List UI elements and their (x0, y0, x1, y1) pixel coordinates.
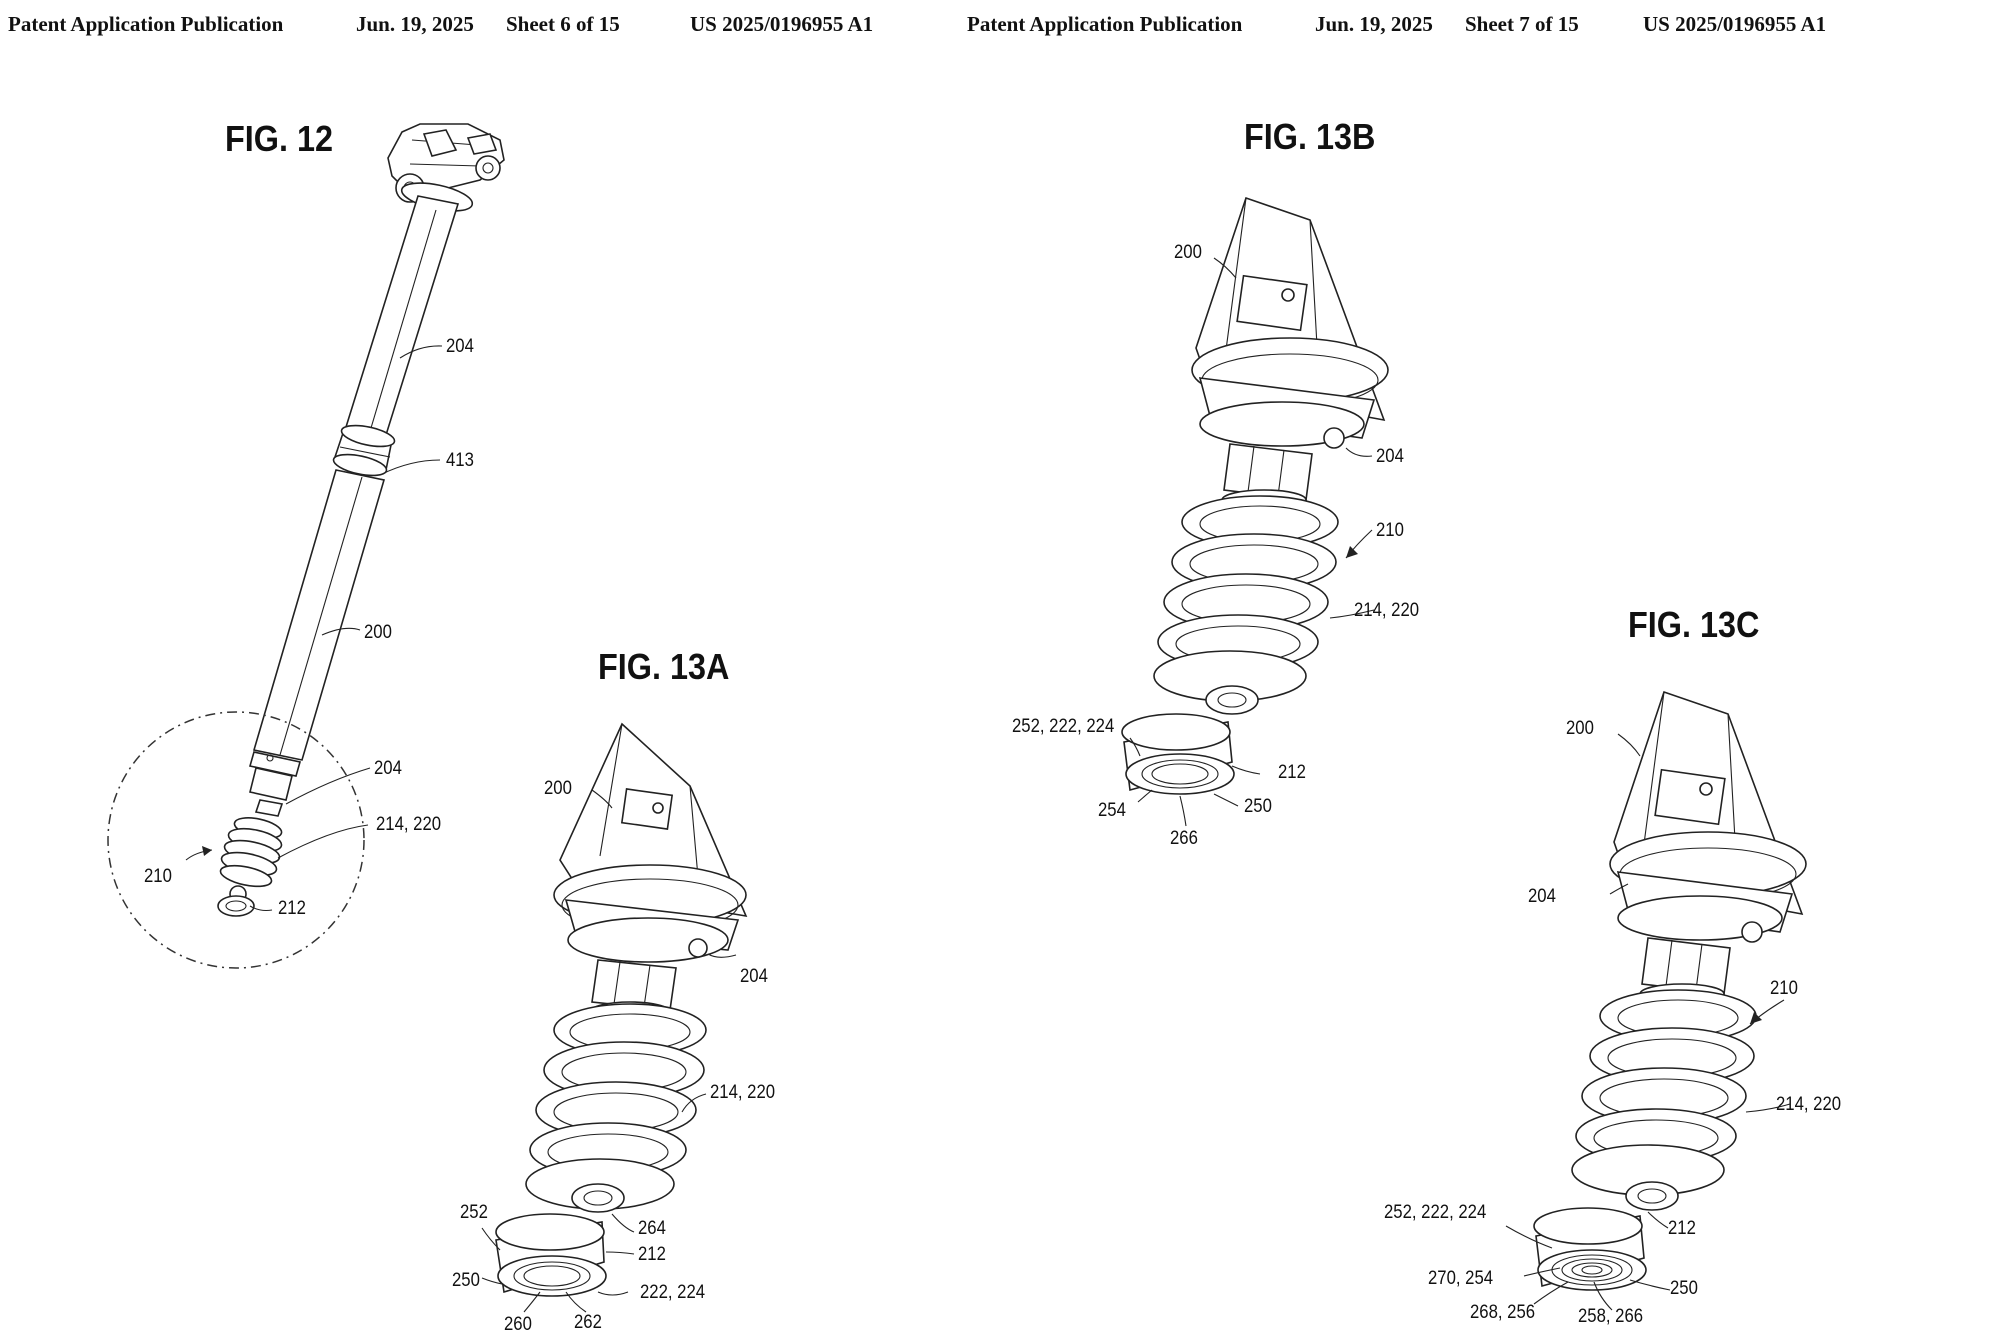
fig13c-ref-252-222-224: 252, 222, 224 (1384, 1202, 1487, 1223)
fig13c-ref-268-256: 268, 256 (1470, 1302, 1536, 1323)
header-title: Patent Application Publication (967, 12, 1243, 36)
detail-circle (107, 711, 365, 969)
fig13b-ref-252-222-224: 252, 222, 224 (1012, 716, 1115, 737)
lower-tube (252, 469, 386, 761)
fig13b-ref-214-220: 214, 220 (1354, 600, 1420, 621)
header-title: Patent Application Publication (8, 12, 284, 36)
fig13a-ref-250: 250 (452, 1270, 480, 1291)
fig13b-ref-210: 210 (1376, 520, 1404, 541)
fig13a-ref-214-220: 214, 220 (710, 1082, 776, 1103)
small-spring-assembly (217, 817, 283, 917)
fig12-seatpost-drawing (107, 123, 505, 969)
header-date: Jun. 19, 2025 (1315, 12, 1433, 36)
saddle-clamp (387, 123, 505, 212)
fig13b-ref-266: 266 (1170, 828, 1198, 849)
fig13a-ref-200: 200 (544, 778, 572, 799)
fig13c-ref-250: 250 (1670, 1278, 1698, 1299)
upper-tube (344, 195, 460, 436)
fig13a-ref-252: 252 (460, 1202, 488, 1223)
fig13c-ref-200: 200 (1566, 718, 1594, 739)
header-date: Jun. 19, 2025 (356, 12, 474, 36)
fig12-ref-200: 200 (364, 622, 392, 643)
fig12-ref-210: 210 (144, 866, 172, 887)
fig13a-ref-212: 212 (638, 1244, 666, 1265)
header-number: US 2025/0196955 A1 (1643, 12, 1827, 36)
fig13a-ref-204: 204 (740, 966, 768, 987)
fig13b-title: FIG. 13B (1244, 116, 1376, 157)
fig12-ref-212: 212 (278, 898, 306, 919)
header-number: US 2025/0196955 A1 (690, 12, 874, 36)
fig13b-ref-200: 200 (1174, 242, 1202, 263)
fig13a-drawing (481, 722, 748, 1313)
fig13c-ref-210: 210 (1770, 978, 1798, 999)
fig12-title: FIG. 12 (225, 118, 334, 159)
fig12-ref-214-220: 214, 220 (376, 814, 442, 835)
fig13c-ref-258-266: 258, 266 (1578, 1306, 1644, 1327)
fig13c-ref-212: 212 (1668, 1218, 1696, 1239)
fig13b-ref-254: 254 (1098, 800, 1126, 821)
fig13b-drawing (1121, 196, 1389, 827)
fig13c-ref-270-254: 270, 254 (1428, 1268, 1494, 1289)
fig13a-ref-262: 262 (574, 1312, 602, 1333)
fig13b-ref-250: 250 (1244, 796, 1272, 817)
header-sheet: Sheet 7 of 15 (1465, 12, 1579, 36)
fig13a-title: FIG. 13A (598, 646, 730, 687)
collar-413 (332, 424, 396, 477)
fig13c-drawing (1505, 690, 1807, 1311)
fig13a-ref-222-224: 222, 224 (640, 1282, 706, 1303)
fig13a-ref-260: 260 (504, 1314, 532, 1335)
fig13b-ref-204: 204 (1376, 446, 1404, 467)
fig13b-ref-212: 212 (1278, 762, 1306, 783)
fig12-ref-204-upper: 204 (446, 336, 474, 357)
fig12-ref-413: 413 (446, 450, 474, 471)
fig13c-ref-214-220: 214, 220 (1776, 1094, 1842, 1115)
header-sheet: Sheet 6 of 15 (506, 12, 620, 36)
fig12-ref-204-lower: 204 (374, 758, 402, 779)
fig13c-title: FIG. 13C (1628, 604, 1760, 645)
fig13c-ref-204: 204 (1528, 886, 1556, 907)
fig13a-ref-264: 264 (638, 1218, 666, 1239)
